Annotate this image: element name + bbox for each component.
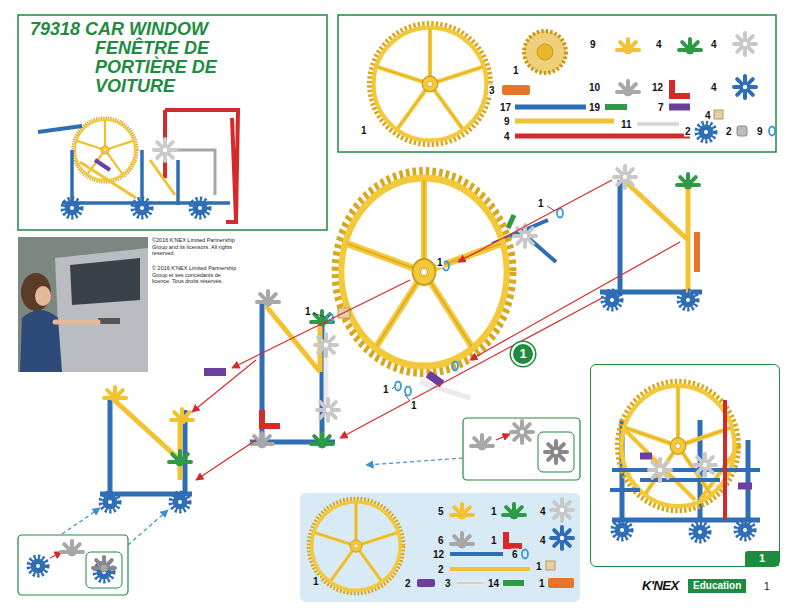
part-count: 2	[404, 578, 412, 589]
callout-number: 1	[537, 198, 545, 209]
part-count: 2	[684, 126, 692, 137]
part-count: 3	[488, 85, 496, 96]
part-count: 6	[511, 549, 519, 560]
callout-number: 1	[410, 400, 418, 411]
part-count: 3	[444, 578, 452, 589]
page-number: 1	[764, 581, 770, 592]
model-thumbnail	[38, 110, 238, 222]
copyright-note: ©2016 K'NEX Limited Partnership Group an…	[152, 237, 240, 257]
part-count: 4	[539, 506, 547, 517]
result-panel: 1	[590, 364, 780, 567]
part-count: 1	[512, 65, 520, 76]
part-count: 12	[432, 549, 445, 560]
inset	[18, 418, 580, 595]
step-parts-panel	[300, 493, 580, 602]
part-count: 2	[725, 126, 733, 137]
part-count: 4	[539, 535, 547, 546]
assembled-model	[610, 382, 760, 541]
callout-number: 1	[304, 306, 312, 317]
callout-number: 1	[436, 257, 444, 268]
part-count: 19	[588, 102, 601, 113]
part-count: 4	[503, 131, 511, 142]
part-count: 6	[437, 535, 445, 546]
callout-number: 1	[382, 384, 390, 395]
part-count: 14	[487, 578, 500, 589]
part-count: 9	[589, 39, 597, 50]
part-count: 2	[437, 564, 445, 575]
step-tab: 1	[745, 551, 779, 566]
part-count: 17	[499, 102, 512, 113]
part-count: 1	[312, 576, 320, 587]
part-count: 1	[535, 561, 543, 572]
part-count: 4	[655, 39, 663, 50]
part-count: 1	[490, 535, 498, 546]
part-count: 5	[437, 506, 445, 517]
part-count: 1	[490, 506, 498, 517]
exploded-view	[100, 166, 702, 511]
title-panel	[18, 15, 327, 230]
part-count: 4	[710, 82, 718, 93]
part-count: 9	[503, 116, 511, 127]
part-count: 12	[651, 82, 664, 93]
part-count: 9	[756, 126, 764, 137]
part-count: 11	[620, 119, 633, 130]
part-count: 4	[704, 110, 712, 121]
part-count: 10	[588, 82, 601, 93]
step-number: 1	[511, 342, 535, 366]
parts-panel	[338, 15, 776, 152]
brand-tag: Education	[688, 579, 746, 593]
brand-logo: K'NEX	[642, 579, 679, 593]
step-number-text: 1	[519, 347, 526, 361]
photo	[18, 237, 148, 372]
part-count: 1	[360, 125, 368, 136]
part-count: 7	[657, 102, 665, 113]
title: 79318 CAR WINDOW FENÊTRE DE PORTIÈRE DE …	[30, 20, 285, 96]
part-count: 4	[710, 39, 718, 50]
copyright-note: © 2016 K'NEX Limited Partnership Group e…	[152, 265, 240, 285]
part-count: 1	[538, 578, 546, 589]
